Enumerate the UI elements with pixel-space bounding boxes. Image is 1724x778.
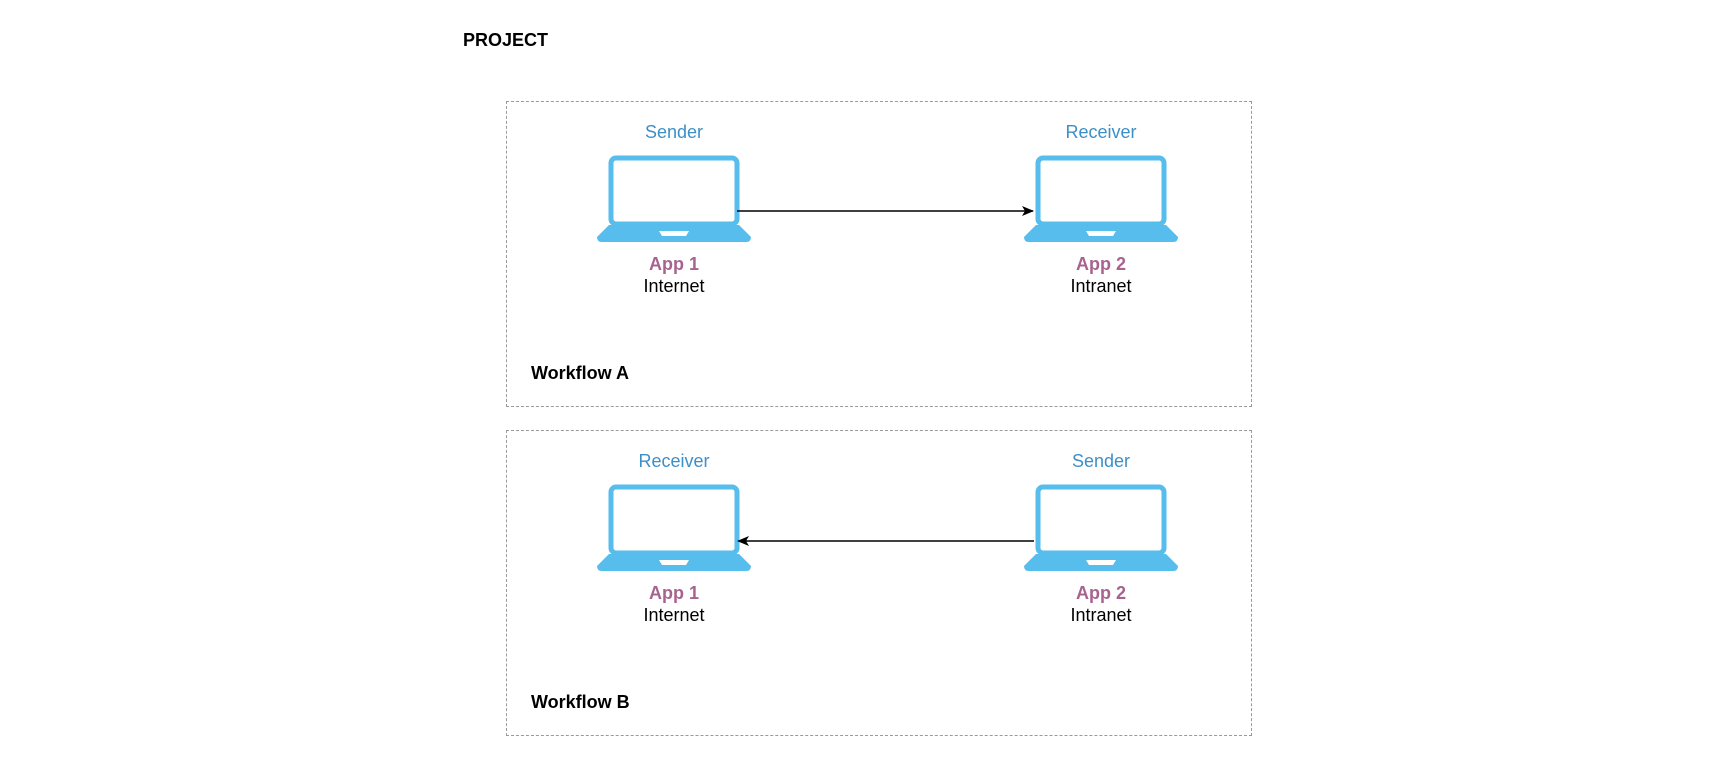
workflow-b-container: Receiver App 1 Internet Sender App 2 Int… [506, 430, 1252, 736]
workflow-a-container: Sender App 1 Internet Receiver App 2 Int… [506, 101, 1252, 407]
workflow-b-right-node: Sender App 2 Intranet [1021, 450, 1181, 626]
workflow-b-right-app: App 2 [1075, 583, 1126, 603]
laptop-icon [597, 484, 751, 571]
workflow-a-right-node: Receiver App 2 Intranet [1021, 121, 1181, 297]
workflow-a-right-app: App 2 [1075, 254, 1126, 274]
workflow-b-label: Workflow B [531, 692, 630, 712]
workflow-a-right-network: Intranet [1070, 276, 1132, 296]
workflow-a-left-node: Sender App 1 Internet [594, 121, 754, 297]
workflow-a-label: Workflow A [531, 363, 629, 383]
workflow-b-left-network: Internet [643, 605, 705, 625]
workflow-a-left-app: App 1 [648, 254, 699, 274]
laptop-icon [597, 155, 751, 242]
workflow-b-left-app: App 1 [648, 583, 699, 603]
workflow-a-right-role: Receiver [1065, 122, 1137, 142]
laptop-icon [1024, 484, 1178, 571]
workflow-b-left-node: Receiver App 1 Internet [594, 450, 754, 626]
workflow-b-left-role: Receiver [638, 451, 710, 471]
project-title: PROJECT [463, 30, 549, 50]
workflow-a-left-network: Internet [643, 276, 705, 296]
laptop-icon [1024, 155, 1178, 242]
workflow-a-left-role: Sender [644, 122, 704, 142]
workflow-b-right-role: Sender [1071, 451, 1131, 471]
workflow-b-right-network: Intranet [1070, 605, 1132, 625]
